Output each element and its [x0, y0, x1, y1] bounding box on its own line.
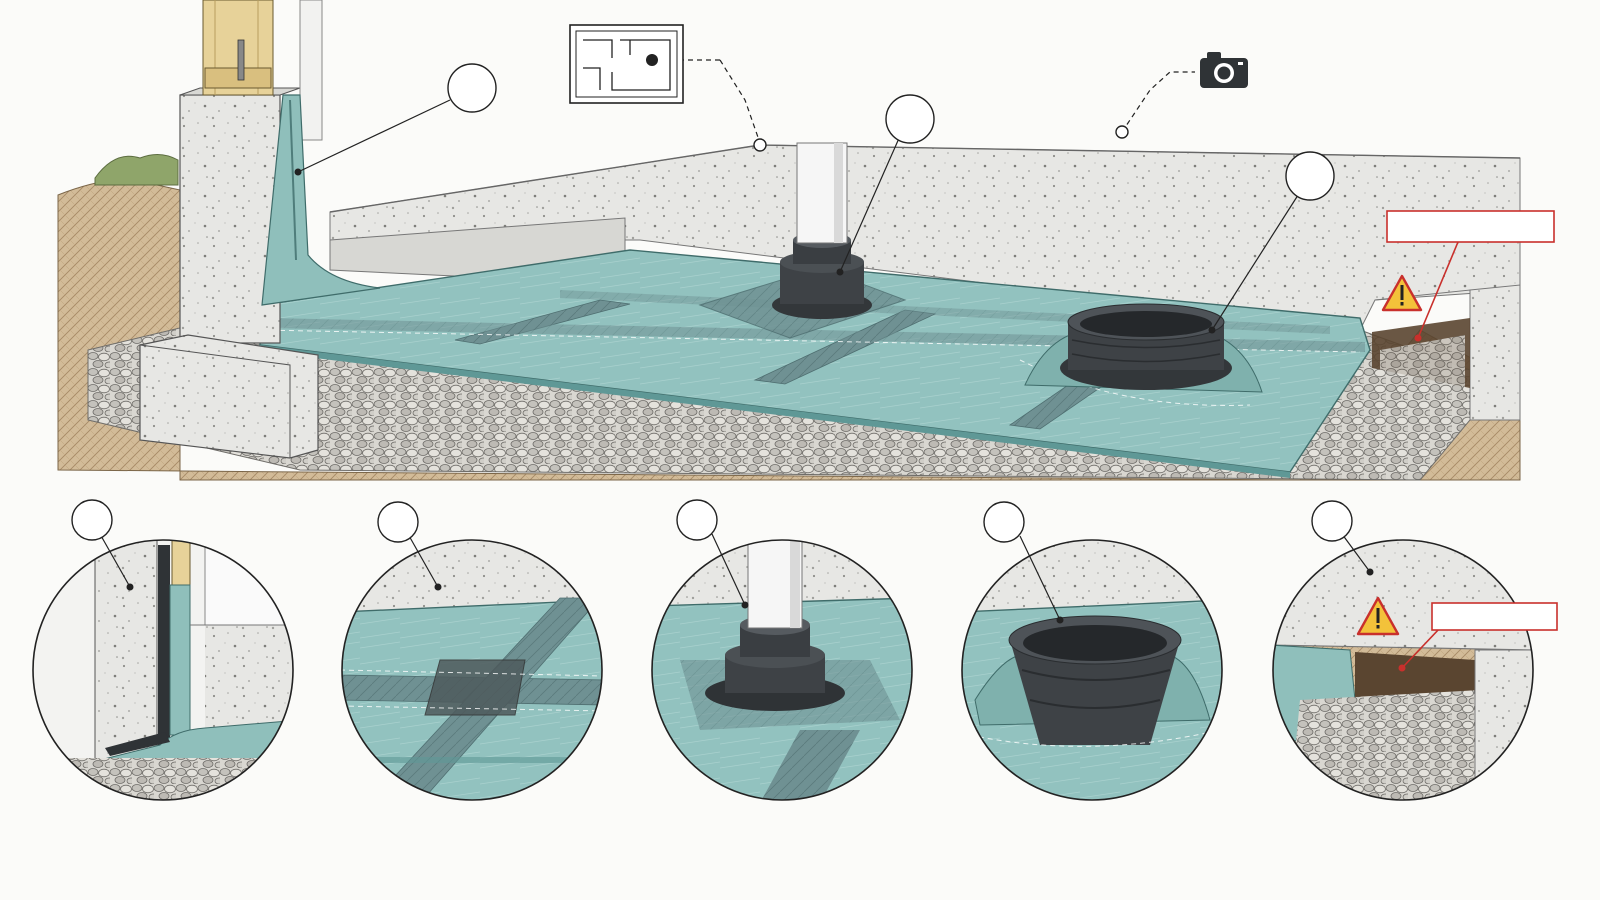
wood-stud-wall	[202, 0, 323, 141]
callout-sump-basin	[1285, 151, 1335, 201]
detail-seam-tape	[341, 501, 603, 801]
pipe-penetration	[698, 142, 907, 339]
detail-5-callout	[1311, 500, 1353, 542]
warning-label-box	[1386, 210, 1555, 243]
detail-sump-basin	[961, 501, 1223, 801]
sump-basin	[1024, 303, 1263, 393]
detail-wall-transition	[32, 499, 294, 801]
detail-unsealed-edge	[1272, 500, 1558, 801]
detail-4-callout	[983, 501, 1025, 543]
detail-pipe-boot	[651, 499, 913, 801]
detail-warning-icon	[1356, 596, 1400, 636]
warning-icon	[1381, 274, 1423, 312]
detail-warning-label-box	[1431, 602, 1558, 631]
detail-1-callout	[71, 499, 113, 541]
detail-2-callout	[377, 501, 419, 543]
callout-wall-transition	[447, 63, 497, 113]
callout-pipe-boot	[885, 94, 935, 144]
main-callouts	[294, 59, 1459, 342]
main-cutaway-view	[57, 0, 1555, 481]
floor-plan-icon	[569, 24, 684, 104]
camera-icon	[1200, 52, 1248, 88]
detail-3-callout	[676, 499, 718, 541]
